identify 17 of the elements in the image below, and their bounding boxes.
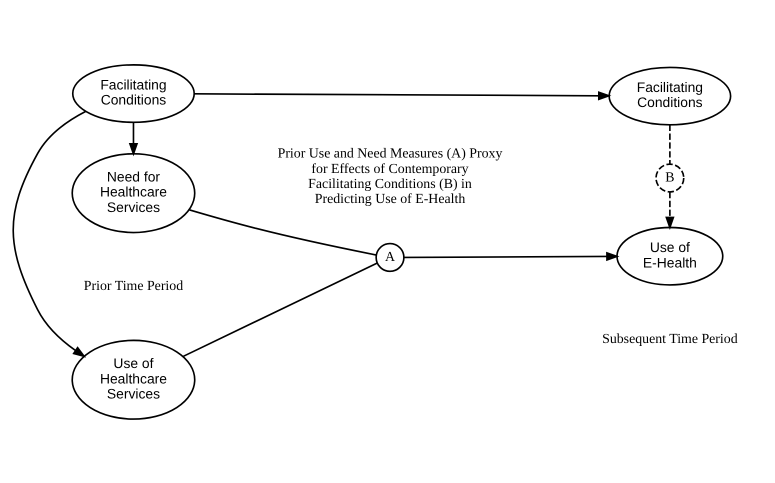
- connector: [669, 124, 671, 164]
- connector: [189, 208, 376, 256]
- arrow: [128, 122, 138, 156]
- label: Subsequent Time Period: [602, 330, 738, 346]
- node-circle: A: [375, 242, 405, 272]
- arrow: [665, 191, 675, 230]
- node-circle: B: [655, 162, 685, 192]
- arrow: [12, 110, 86, 358]
- label: Prior Time Period: [84, 277, 184, 292]
- label: Prior Use and Need Measures (A) Proxy for Effects of Contemporary Facilitating Conditions (B) in Predicting Use of E-Health: [278, 145, 502, 206]
- arrow: [194, 90, 612, 100]
- node-ellipse: Facilitating Conditions: [72, 64, 196, 123]
- node-ellipse: Facilitating Conditions: [608, 66, 732, 126]
- arrow: [404, 251, 620, 261]
- node-ellipse: Need for Healthcare Services: [71, 152, 196, 233]
- connector: [182, 262, 378, 357]
- node-ellipse: Use of E-Health: [616, 226, 724, 286]
